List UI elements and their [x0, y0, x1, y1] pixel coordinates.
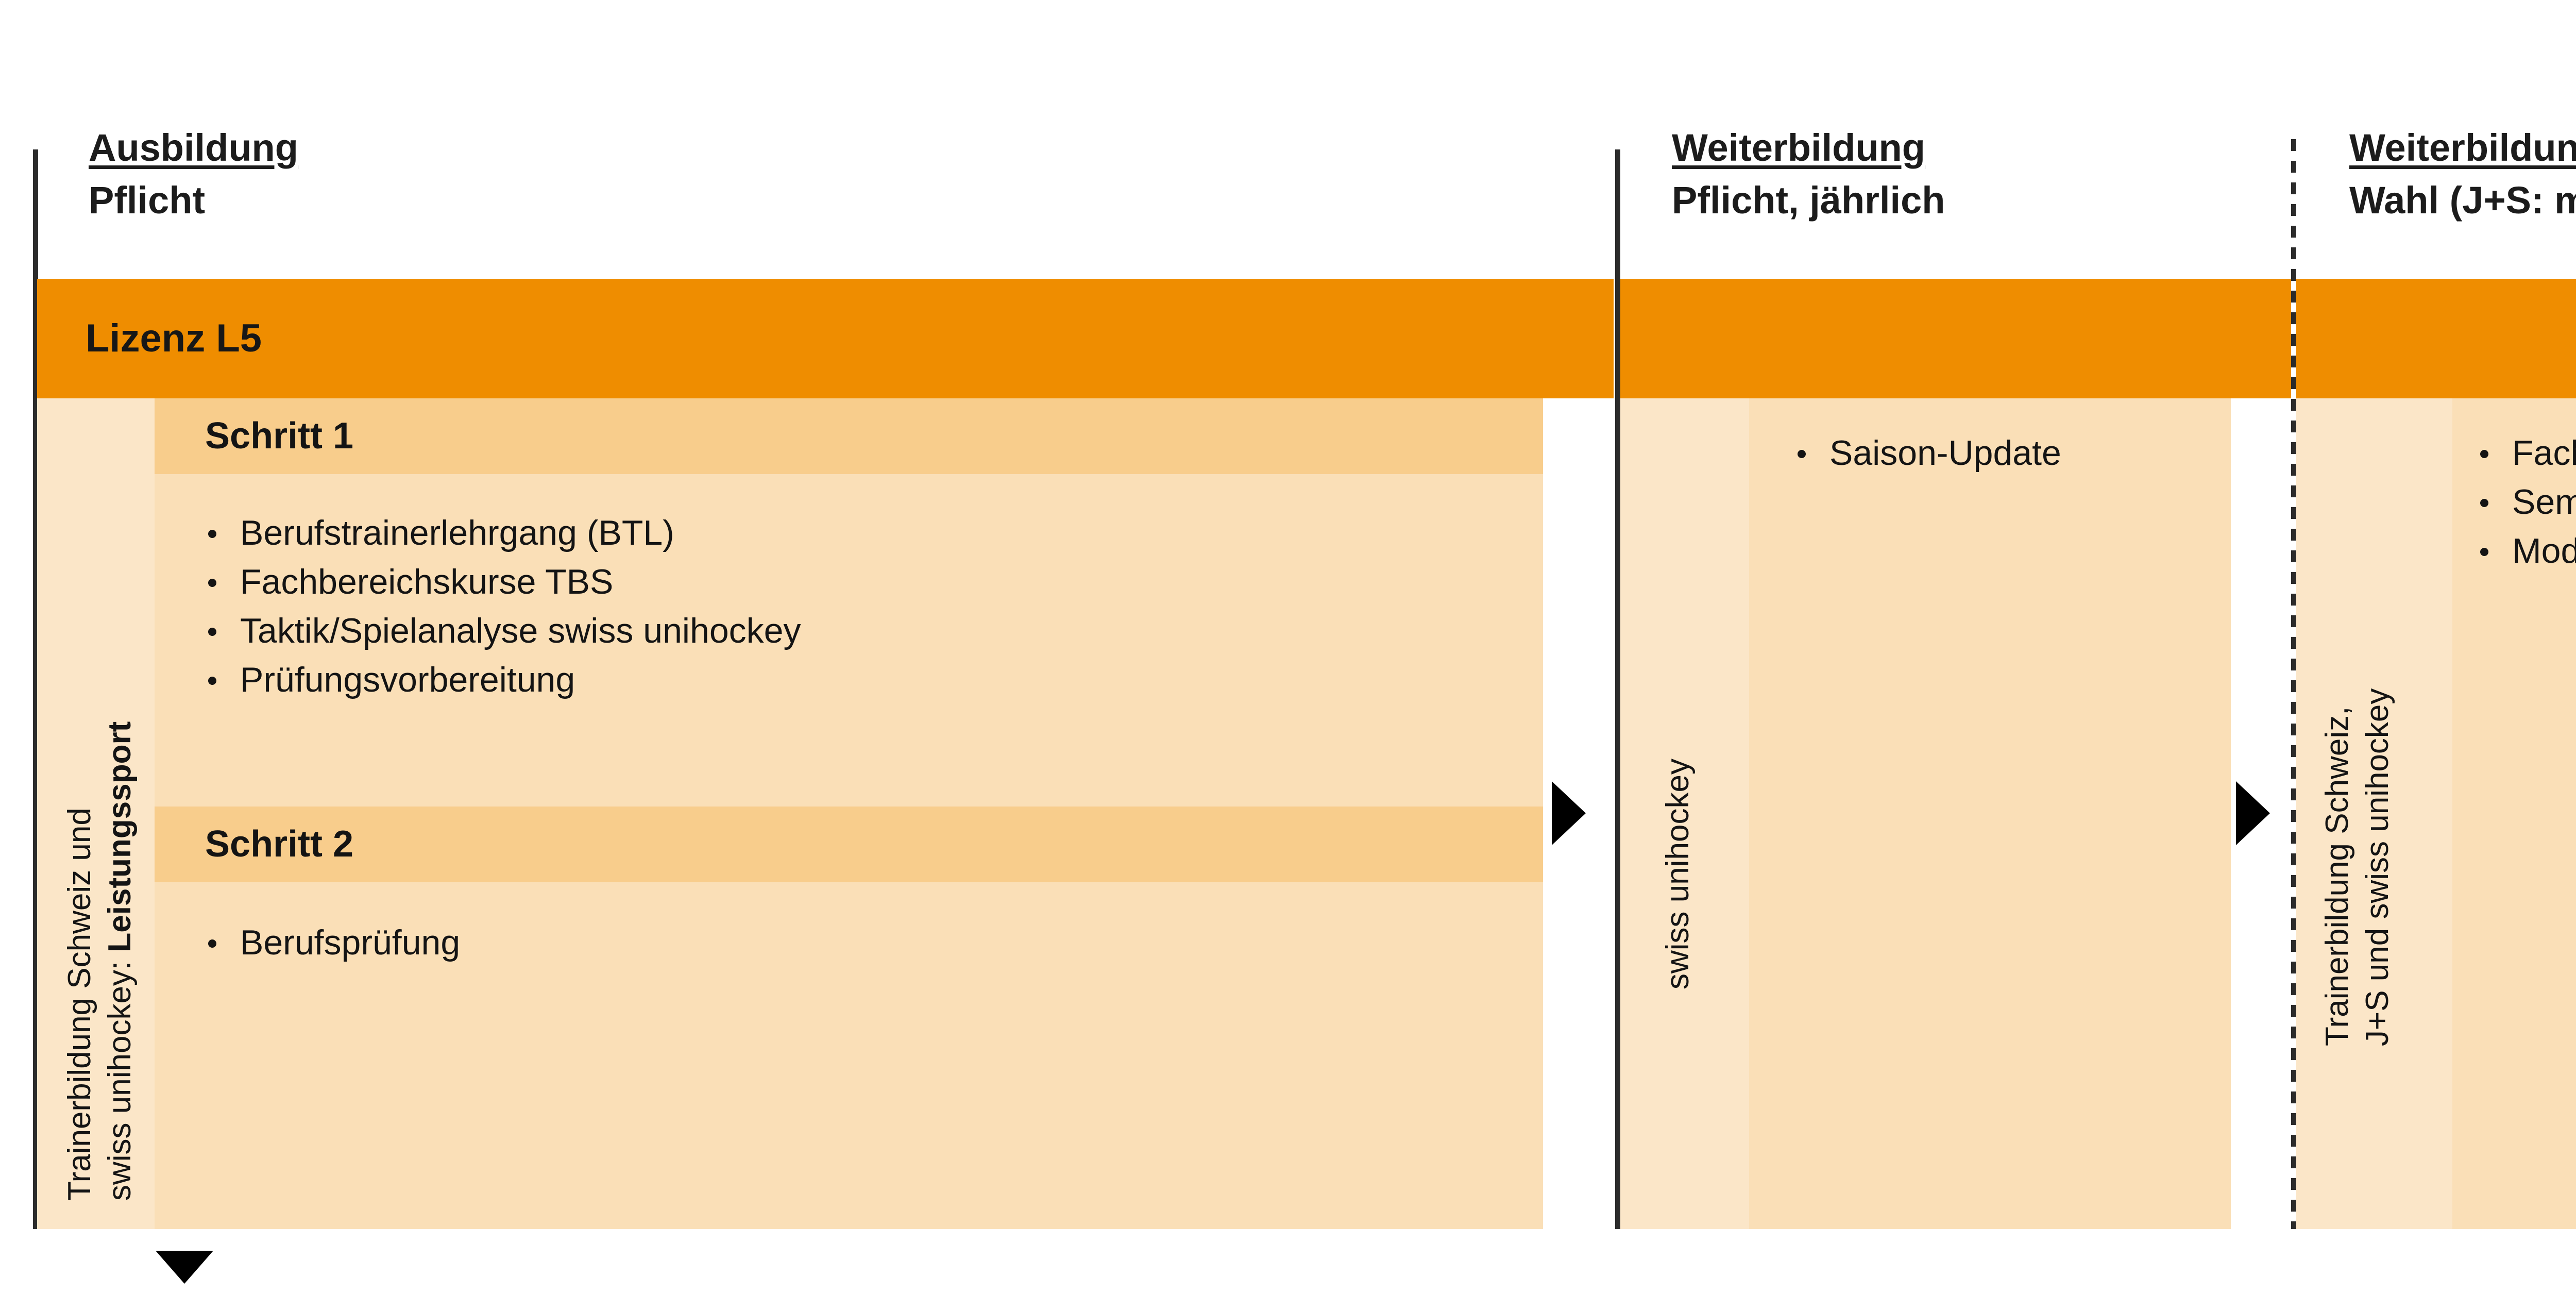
column-title-weiterbildung-pflicht: Weiterbildung: [1672, 126, 1925, 169]
column-divider-left: [33, 149, 38, 1229]
arrow-down-continue-icon: [156, 1251, 213, 1284]
arrow-col2-to-col3-icon: [2236, 781, 2270, 845]
list-item: Taktik/Spielanalyse swiss unihockey: [201, 613, 801, 648]
side-label-weiterbildung-pflicht: swiss unihockey: [1658, 759, 1698, 989]
column-header-weiterbildung-wahl: Weiterbildung Wahl (J+S: mind. alle 2 Ja…: [2349, 129, 2576, 220]
column-subtitle-ausbildung: Pflicht: [89, 179, 206, 222]
license-band-segment-2: [1620, 279, 2291, 398]
panel-weiterbildung-wahl-body: [2452, 398, 2576, 1229]
side-label-ausbildung-line2: swiss unihockey: Leistungssport: [100, 721, 140, 1201]
weiterbildung-pflicht-item-list: Saison-Update: [1790, 435, 2061, 484]
side-strip-weiterbildung-pflicht: [1620, 398, 1749, 1229]
arrow-col1-to-col2-icon: [1552, 781, 1586, 845]
column-header-weiterbildung-pflicht: Weiterbildung Pflicht, jährlich: [1672, 129, 1945, 220]
side-strip-weiterbildung-wahl: [2296, 398, 2452, 1229]
step-title-2: Schritt 2: [205, 824, 354, 865]
side-label-weiterbildung-wahl-line1: Trainerbildung Schweiz,: [2319, 706, 2355, 1046]
list-item: Berufsprüfung: [201, 925, 460, 960]
side-label-weiterbildung-wahl: Trainerbildung Schweiz, J+S und swiss un…: [2317, 688, 2397, 1046]
list-item: Seminare / MTT: [2473, 484, 2576, 519]
step-2-item-list: Berufsprüfung: [201, 925, 460, 974]
side-label-weiterbildung-wahl-line2: J+S und swiss unihockey: [2359, 688, 2395, 1046]
column-subtitle-weiterbildung-pflicht: Pflicht, jährlich: [1672, 179, 1945, 222]
side-label-weiterbildung-pflicht-line1: swiss unihockey: [1660, 759, 1696, 989]
side-label-ausbildung-line2-bold: Leistungssport: [101, 721, 138, 952]
side-strip-ausbildung: [37, 398, 155, 1229]
step-1-item-list: Berufstrainerlehrgang (BTL) Fachbereichs…: [201, 515, 801, 711]
weiterbildung-wahl-item-list: Fachbereichskurse TBS Seminare / MTT Mod…: [2473, 435, 2576, 582]
column-divider-middle: [1615, 149, 1620, 1229]
license-band-segment-1: Lizenz L5: [37, 279, 1614, 398]
list-item: Saison-Update: [1790, 435, 2061, 471]
list-item: Fachbereichskurse TBS: [2473, 435, 2576, 471]
step-title-1: Schritt 1: [205, 415, 354, 457]
step-header-band-2: [155, 807, 1543, 882]
side-label-ausbildung-line1: Trainerbildung Schweiz und: [62, 808, 97, 1201]
column-title-weiterbildung-wahl: Weiterbildung: [2349, 126, 2576, 169]
column-divider-right-dotted: [2291, 139, 2296, 1229]
column-header-ausbildung: Ausbildung Pflicht: [89, 129, 298, 220]
column-subtitle-weiterbildung-wahl: Wahl (J+S: mind. alle 2 Jahre): [2349, 179, 2576, 222]
license-band-label: Lizenz L5: [86, 316, 262, 360]
column-title-ausbildung: Ausbildung: [89, 126, 298, 169]
list-item: Prüfungsvorbereitung: [201, 662, 801, 697]
side-label-ausbildung: Trainerbildung Schweiz und swiss unihock…: [60, 721, 140, 1201]
side-label-ausbildung-line2-regular: swiss unihockey:: [101, 952, 138, 1201]
step-header-band-1: [155, 398, 1543, 474]
panel-weiterbildung-pflicht-body: [1749, 398, 2231, 1229]
list-item: Fachbereichskurse TBS: [201, 564, 801, 599]
license-band-segment-3: [2296, 279, 2576, 398]
list-item: Berufstrainerlehrgang (BTL): [201, 515, 801, 550]
list-item: Module J+S-Weiterbildung: [2473, 533, 2576, 568]
